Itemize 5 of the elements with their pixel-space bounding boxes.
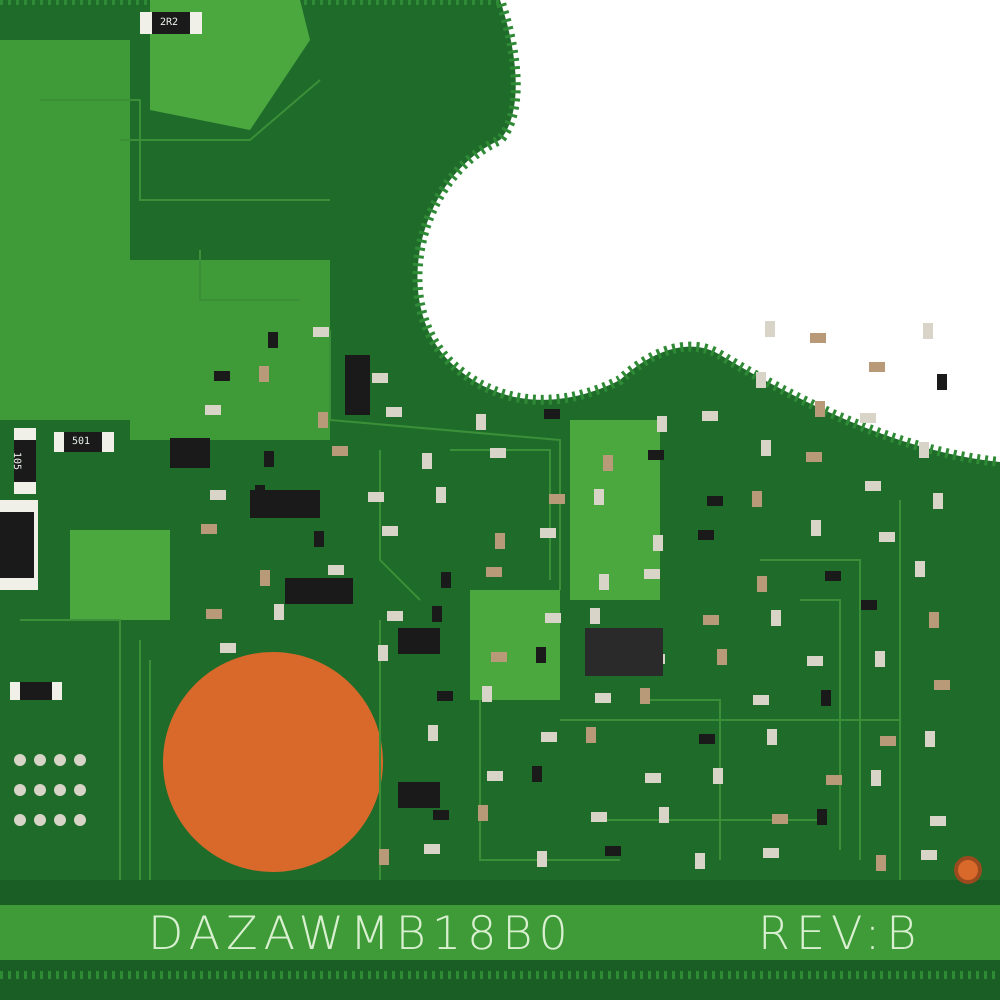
component-marking: 2R2 xyxy=(160,18,178,28)
part-number-text: DAZAWMB18B0 xyxy=(148,910,574,956)
component-marking: 105 xyxy=(11,452,22,470)
component-marking: 501 xyxy=(72,437,90,447)
revision-text: REV:B xyxy=(758,910,922,956)
